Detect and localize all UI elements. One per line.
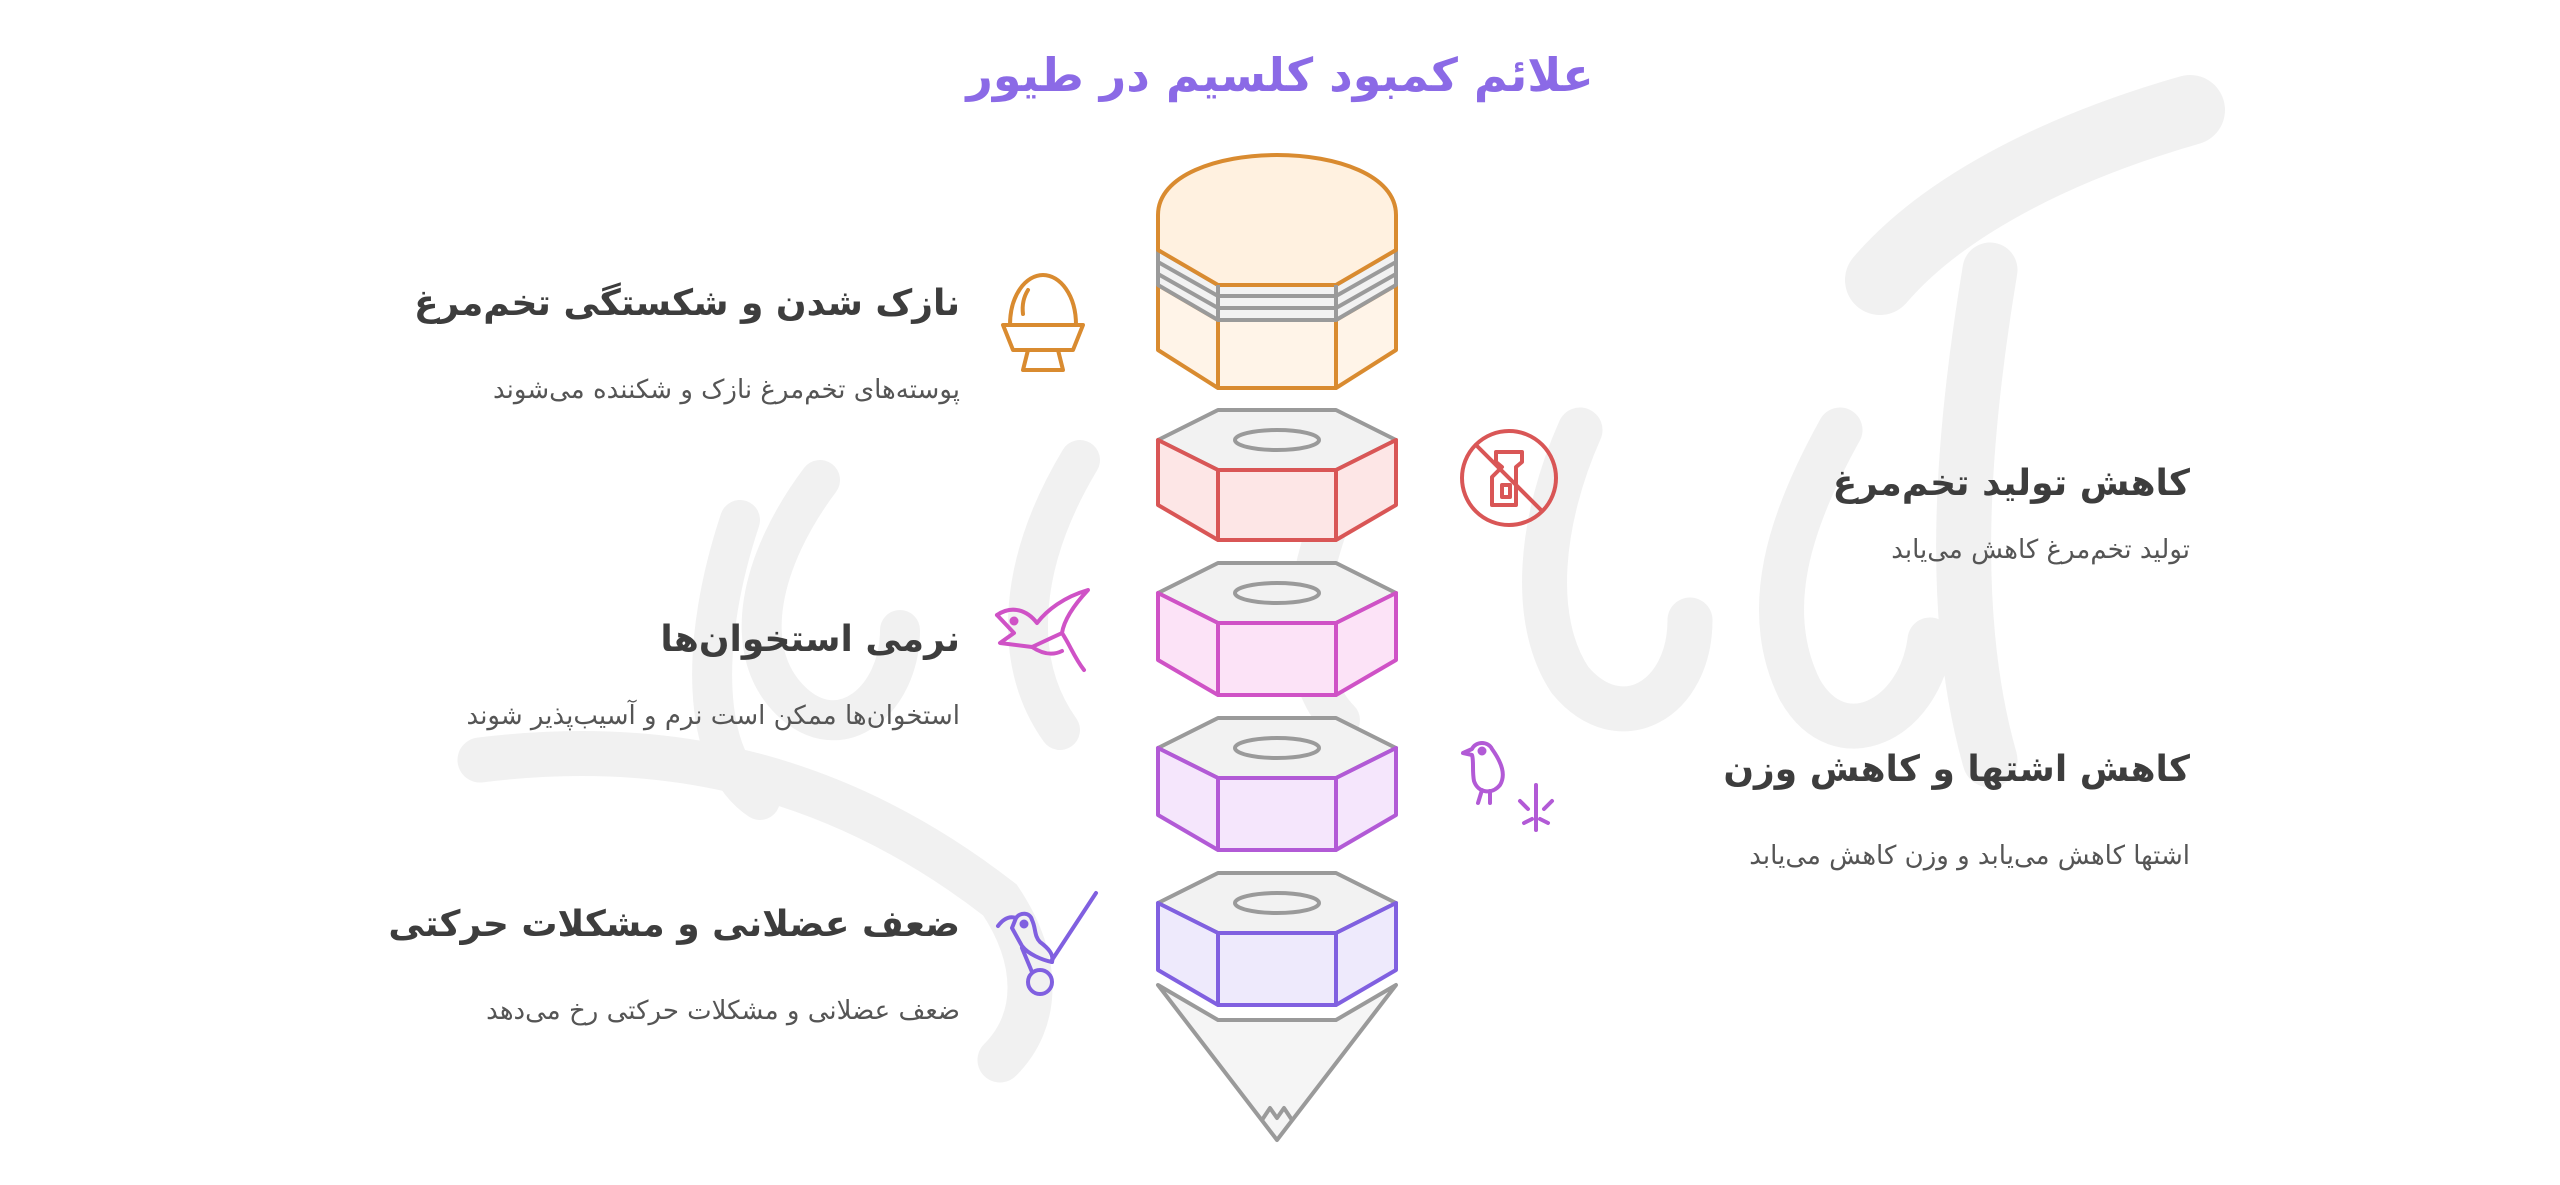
item-body: پوسته‌های تخم‌مرغ نازک و شکننده می‌شوند [493,375,960,406]
item-body: ضعف عضلانی و مشکلات حرکتی رخ می‌دهد [486,996,960,1027]
item-heading: نرمی استخوان‌ها [660,619,960,660]
item-egg-production: کاهش تولید تخم‌مرغ تولید تخم‌مرغ کاهش می… [1590,462,2190,566]
item-body: استخوان‌ها ممکن است نرم و آسیب‌پذیر شوند [466,701,960,732]
segment-pink [1156,561,1398,697]
item-bone-softness: نرمی استخوان‌ها استخوان‌ها ممکن است نرم … [360,618,960,732]
item-body: اشتها کاهش می‌یابد و وزن کاهش می‌یابد [1749,841,2190,872]
item-appetite-weight: کاهش اشتها و کاهش وزن اشتها کاهش می‌یابد… [1590,748,2190,872]
item-heading: نازک شدن و شکستگی تخم‌مرغ [413,283,960,324]
item-muscle-weakness: ضعف عضلانی و مشکلات حرکتی ضعف عضلانی و م… [360,903,960,1027]
item-heading: کاهش اشتها و کاهش وزن [1723,749,2190,790]
no-bottle-icon [1460,429,1558,527]
item-body: تولید تخم‌مرغ کاهش می‌یابد [1891,535,2190,566]
item-eggshell: نازک شدن و شکستگی تخم‌مرغ پوسته‌های تخم‌… [360,282,960,406]
bird-toy-icon [996,891,1098,996]
egg-in-cup-icon [1001,273,1085,372]
page-title: علائم کمبود کلسیم در طیور [966,48,1594,102]
segment-orange [1156,153,1398,390]
flying-bird-icon [995,588,1090,672]
segment-purple [1156,871,1398,1007]
pecking-bird-icon [1461,741,1554,832]
segment-violet [1156,716,1398,852]
item-heading: کاهش تولید تخم‌مرغ [1832,463,2190,504]
item-heading: ضعف عضلانی و مشکلات حرکتی [388,904,960,945]
pencil-tip [1156,983,1398,1142]
segment-red [1156,408,1398,542]
